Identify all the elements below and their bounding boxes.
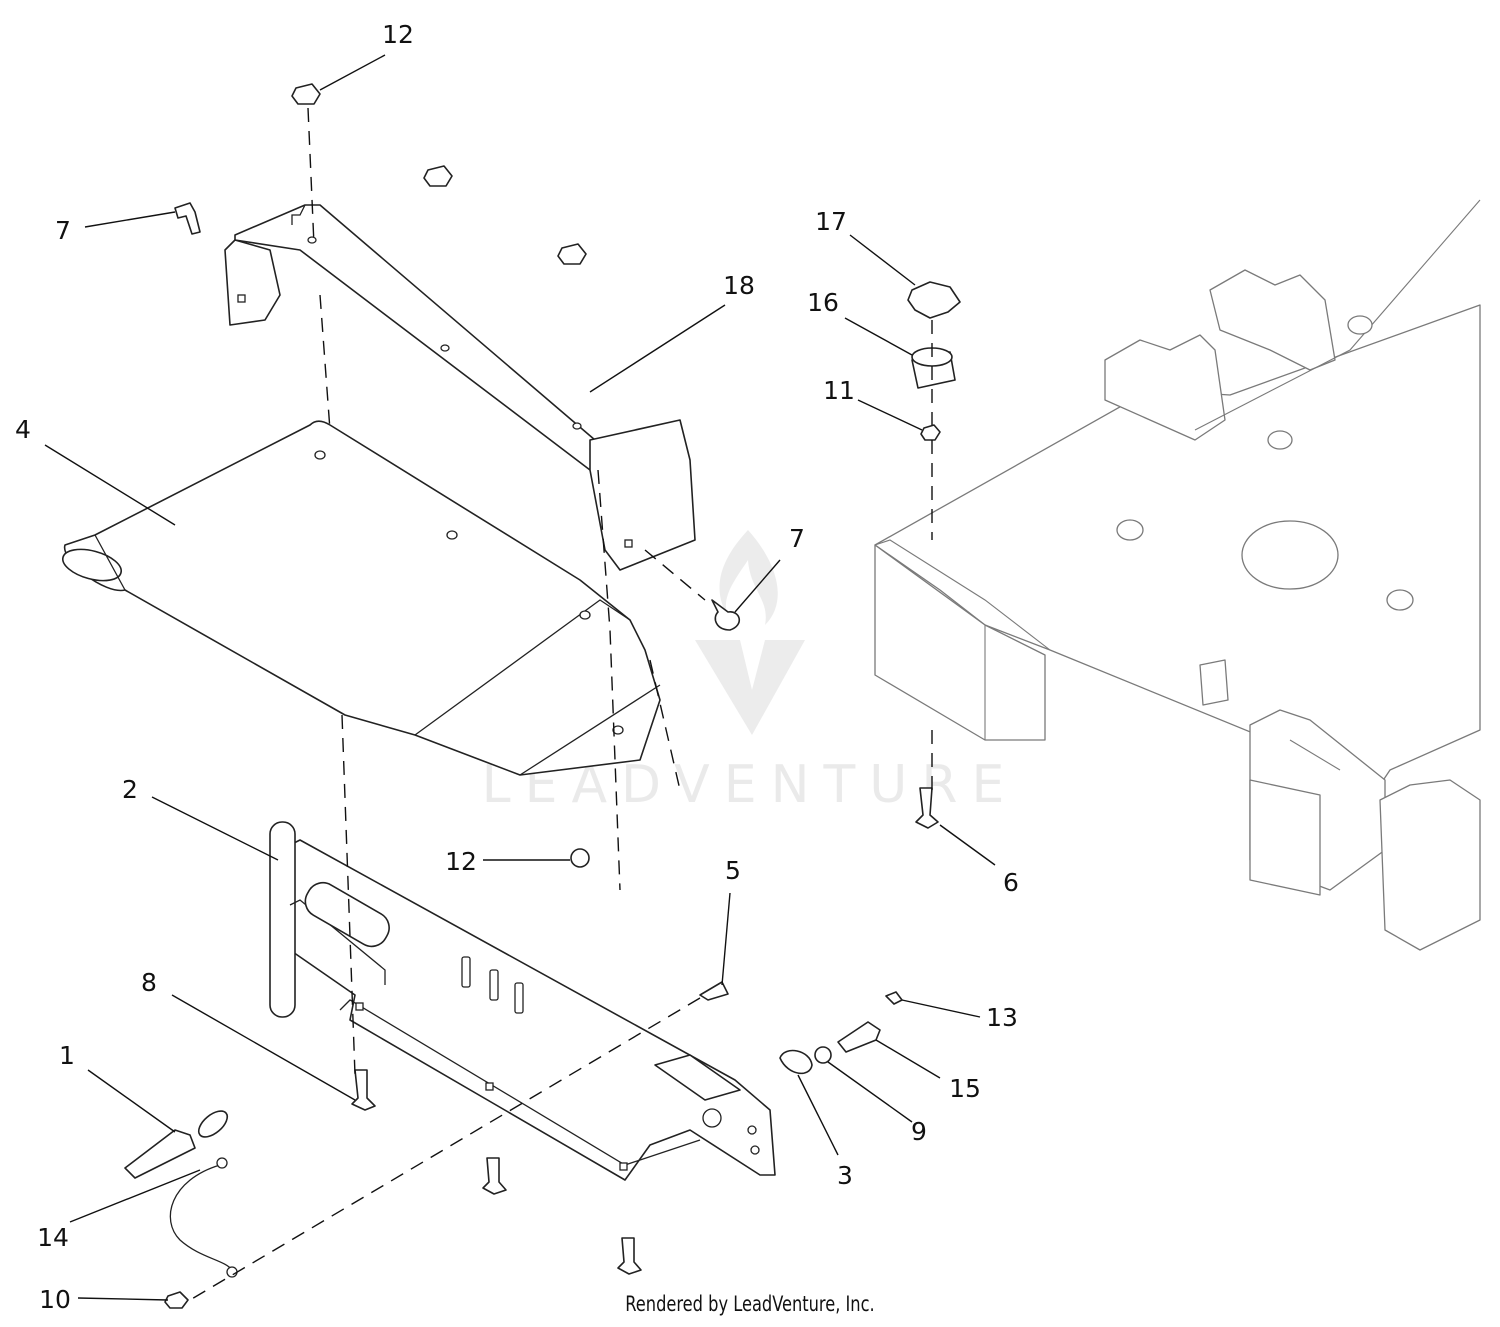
frame-spacer-4 — [1386, 589, 1414, 611]
render-credit: Rendered by LeadVenture, Inc. — [625, 1292, 875, 1316]
part-1-pin — [124, 1129, 196, 1179]
callout-10: 10 — [39, 1285, 71, 1314]
callout-15: 15 — [949, 1074, 981, 1103]
callout-7-right: 7 — [789, 524, 805, 553]
callout-7-left: 7 — [55, 216, 71, 245]
part-13-screw — [885, 991, 903, 1005]
spindle-opening — [1241, 520, 1339, 590]
frame-spacer-1 — [1347, 315, 1373, 335]
frame-slot — [1199, 659, 1229, 706]
v-logo-mark — [695, 640, 805, 735]
front-bracket-left — [1104, 334, 1226, 441]
callout-17: 17 — [815, 207, 847, 236]
part-6-bolt — [915, 787, 939, 829]
bolt-bottom-1 — [482, 1157, 507, 1195]
deck-rear-skirt — [1249, 779, 1321, 896]
post — [269, 821, 296, 1018]
front-bracket-right — [1209, 269, 1336, 371]
callout-16: 16 — [807, 288, 839, 317]
nut-2 — [423, 165, 453, 187]
part-12-nut-lower — [570, 848, 590, 868]
part-7-carriage-bolt-right — [711, 599, 740, 631]
callout-4: 4 — [15, 415, 31, 444]
assembly-lines — [189, 107, 933, 1301]
part-14-lanyard — [169, 1164, 233, 1271]
leader-lines — [44, 54, 996, 1301]
part-8-bolt — [351, 1069, 376, 1111]
callout-8: 8 — [141, 968, 157, 997]
hardware — [124, 83, 961, 1309]
callout-1: 1 — [59, 1041, 75, 1070]
mower-frame — [874, 199, 1481, 951]
rear-bracket-2 — [1379, 779, 1481, 951]
nut-3 — [557, 243, 587, 265]
callout-5: 5 — [725, 856, 741, 885]
part-7-carriage-bolt-top — [174, 202, 201, 235]
callout-18: 18 — [723, 271, 755, 300]
part-17-knob — [907, 281, 961, 319]
callout-14: 14 — [37, 1223, 69, 1252]
callout-2: 2 — [122, 775, 138, 804]
part-3-plate — [779, 1049, 813, 1075]
callout-12-lower: 12 — [445, 847, 477, 876]
part-10-nut — [164, 1291, 189, 1309]
part-11-nut — [920, 424, 941, 441]
part-18-upper-bracket — [224, 204, 696, 571]
part-4-chute-deflector — [61, 420, 661, 776]
callout-3: 3 — [837, 1161, 853, 1190]
callout-11: 11 — [823, 376, 855, 405]
callout-13: 13 — [986, 1003, 1018, 1032]
bolt-bottom-2 — [617, 1237, 642, 1275]
frame-spacer-3 — [1116, 519, 1144, 541]
part-12-nut-top — [291, 83, 321, 105]
part-9-lock-washer — [814, 1046, 832, 1064]
part-5-bolt — [699, 981, 729, 1001]
callout-12-top: 12 — [382, 20, 414, 49]
callout-9: 9 — [911, 1117, 927, 1146]
part-2-mounting-plate — [269, 821, 776, 1181]
part-15-bolt — [837, 1021, 881, 1053]
callouts: 12 7 18 4 17 16 11 7 2 12 5 6 8 13 1 15 … — [15, 20, 1019, 1314]
flame-logo-mark — [719, 530, 778, 625]
frame-spacer-2 — [1267, 430, 1293, 450]
callout-6: 6 — [1003, 868, 1019, 897]
